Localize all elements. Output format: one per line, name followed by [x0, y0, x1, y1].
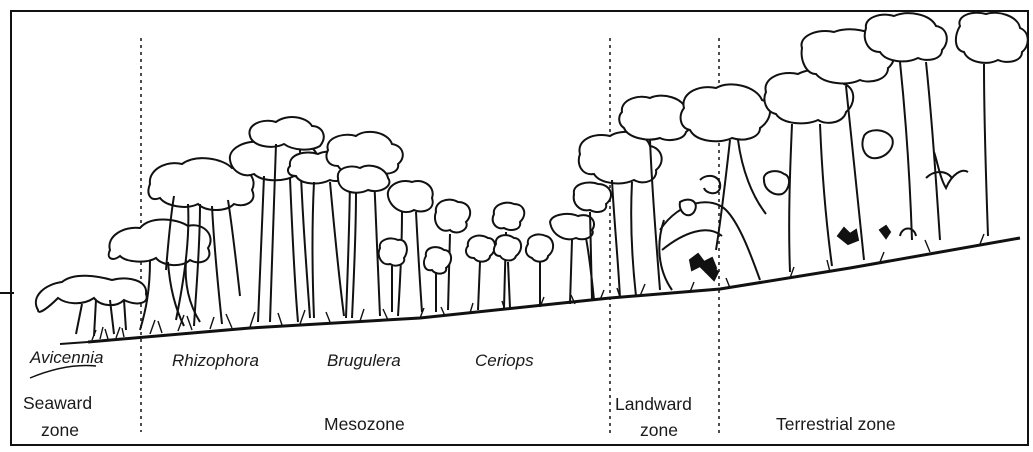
label-landward-line2: zone [640, 420, 678, 440]
genus-labels: Avicennia Rhizophora Brugulera Ceriops [29, 348, 534, 370]
ground-line [88, 238, 1020, 342]
label-seaward-line2: zone [41, 420, 79, 440]
label-terrestrial: Terrestrial zone [776, 414, 896, 434]
zone-labels: Seaward zone Mesozone Landward zone Terr… [23, 393, 896, 440]
ceriops-trees [466, 182, 611, 310]
terrestrial-trees [764, 13, 1028, 272]
label-landward-line1: Landward [615, 394, 692, 414]
label-rhizophora: Rhizophora [172, 351, 259, 370]
label-ceriops: Ceriops [475, 351, 534, 370]
label-avicennia: Avicennia [29, 348, 103, 367]
brugulera-trees [326, 132, 470, 318]
label-mesozone: Mesozone [324, 414, 405, 434]
label-brugulera: Brugulera [327, 351, 401, 370]
label-seaward-line1: Seaward [23, 393, 92, 413]
